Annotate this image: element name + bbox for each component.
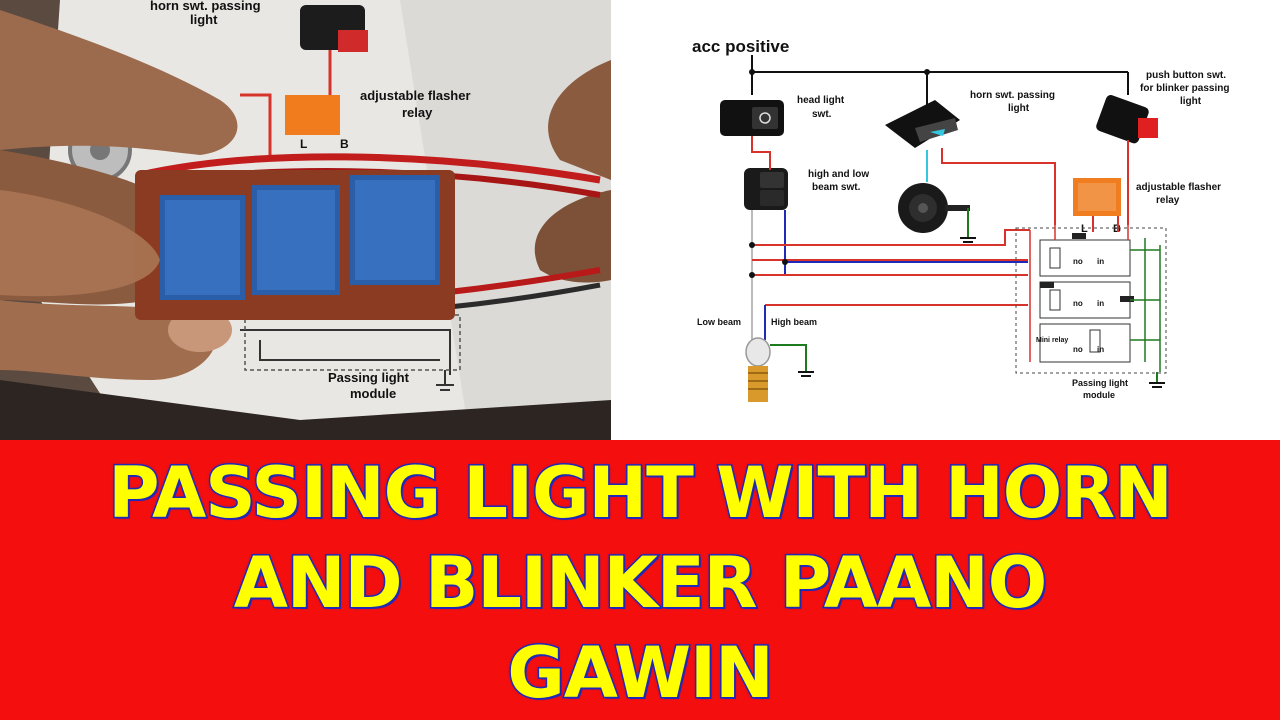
flasher-relay-icon xyxy=(1073,178,1121,216)
title-line-2: AND BLINKER PAANO xyxy=(232,541,1048,626)
horn-switch-label: horn swt. passing xyxy=(970,90,1055,101)
head-light-switch-icon xyxy=(720,100,784,136)
svg-text:in: in xyxy=(1097,345,1104,354)
svg-text:in: in xyxy=(1097,299,1104,308)
svg-text:no: no xyxy=(1073,345,1083,354)
beam-switch-icon xyxy=(744,168,788,210)
horn-icon xyxy=(898,183,970,233)
acc-positive-label: acc positive xyxy=(692,37,789,56)
svg-text:module: module xyxy=(1083,390,1115,400)
title-line-1: PASSING LIGHT WITH HORN xyxy=(107,451,1175,536)
title-banner: PASSING LIGHT WITH HORN AND BLINKER PAAN… xyxy=(0,440,1280,720)
svg-text:no: no xyxy=(1073,299,1083,308)
beam-switch-label: high and low xyxy=(808,169,869,180)
relay-3 xyxy=(350,175,440,285)
svg-text:relay: relay xyxy=(402,105,433,120)
printed-relay-icon xyxy=(285,95,340,135)
passing-light-module: no in no in Mini relay no in xyxy=(1015,225,1167,374)
svg-text:for blinker passing: for blinker passing xyxy=(1140,83,1229,94)
svg-text:relay: relay xyxy=(1156,195,1180,206)
svg-text:light: light xyxy=(190,12,218,27)
high-beam-label: High beam xyxy=(771,317,817,327)
svg-text:in: in xyxy=(1097,257,1104,266)
module-photo: horn swt. passing light adjustable flash… xyxy=(0,0,611,440)
wiring-diagram: acc positive head light swt. horn swt. p… xyxy=(611,0,1280,440)
relay-2 xyxy=(252,185,340,295)
relay-1 xyxy=(160,195,245,300)
photo-module-label: Passing light xyxy=(328,370,410,385)
svg-text:L: L xyxy=(300,137,307,151)
svg-text:light: light xyxy=(1008,103,1030,114)
photo-flasher-label: adjustable flasher xyxy=(360,88,471,103)
svg-text:B: B xyxy=(340,137,349,151)
svg-text:module: module xyxy=(350,386,396,401)
svg-text:L: L xyxy=(1081,223,1088,235)
photo-horn-label: horn swt. passing xyxy=(150,0,261,13)
low-beam-label: Low beam xyxy=(697,317,741,327)
svg-text:beam swt.: beam swt. xyxy=(812,182,861,193)
title-line-3: GAWIN xyxy=(506,631,775,716)
horn-switch-icon xyxy=(885,100,960,148)
svg-text:light: light xyxy=(1180,96,1202,107)
module-label: Passing light xyxy=(1072,378,1128,388)
svg-text:no: no xyxy=(1073,257,1083,266)
flasher-label: adjustable flasher xyxy=(1136,182,1221,193)
wiring-diagram-svg: acc positive head light swt. horn swt. p… xyxy=(692,37,1229,402)
module-photo-illustration: horn swt. passing light adjustable flash… xyxy=(0,0,611,440)
head-light-label: head light xyxy=(797,95,845,106)
push-button-switch-icon xyxy=(1096,95,1158,144)
push-button-label: push button swt. xyxy=(1146,70,1226,81)
svg-text:swt.: swt. xyxy=(812,109,832,120)
bulb-icon xyxy=(745,337,771,402)
mini-relay-label: Mini relay xyxy=(1036,337,1068,344)
